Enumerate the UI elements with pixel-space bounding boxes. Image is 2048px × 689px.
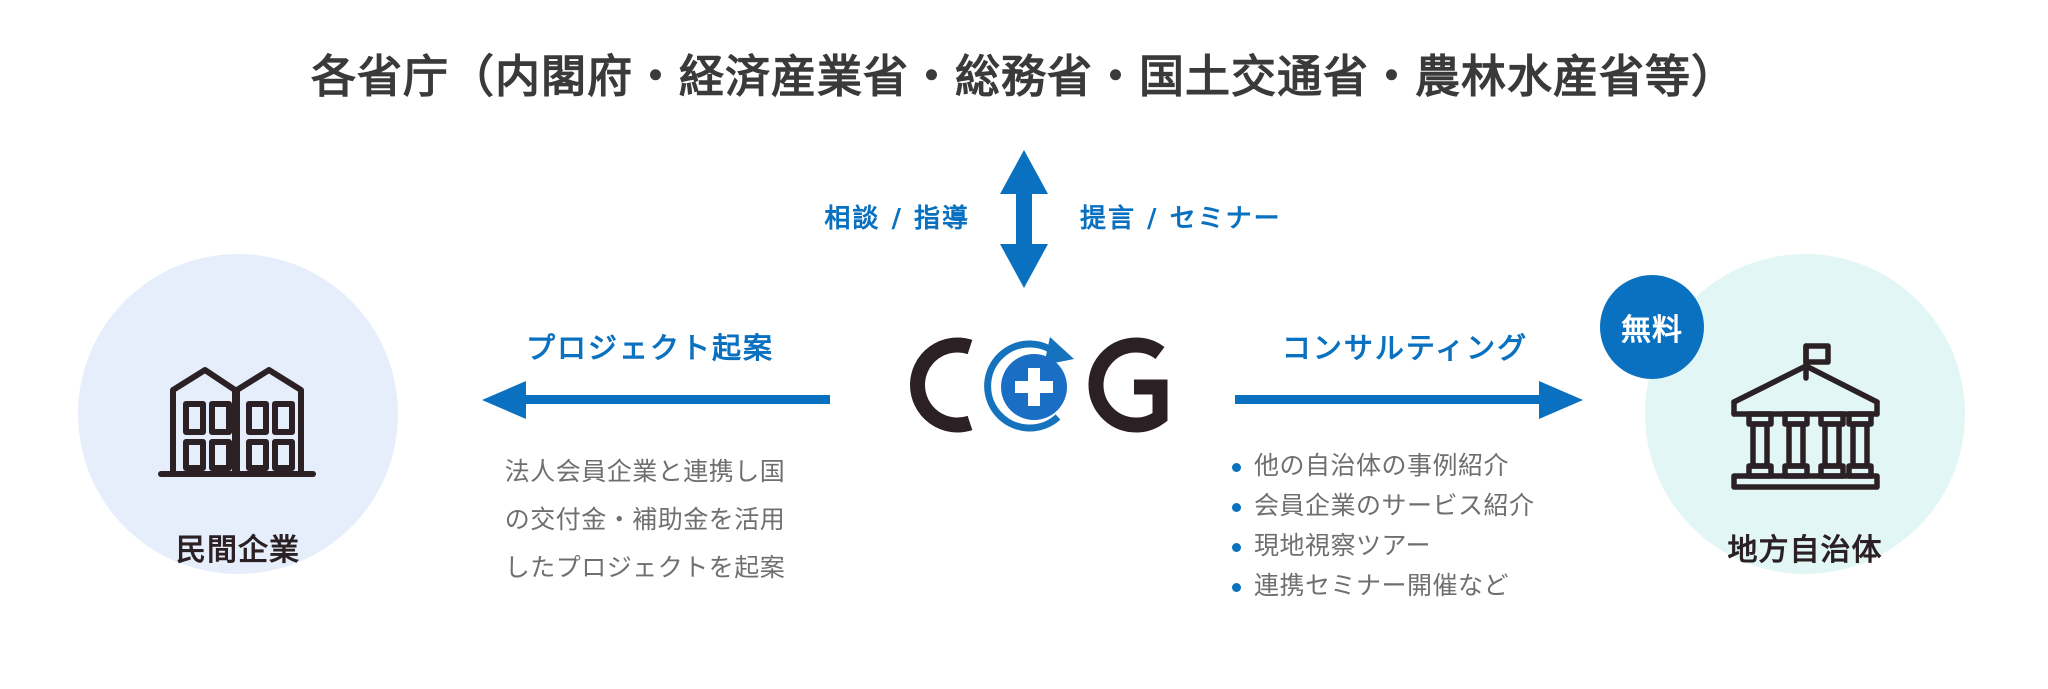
vertical-flow-left-label: 相談 / 指導 — [824, 204, 970, 234]
vertical-flow-right-label: 提言 / セミナー — [1080, 204, 1282, 234]
project-proposal-description: 法人会員企業と連携し国 の交付金・補助金を活用 したプロジェクトを起案 — [480, 448, 810, 592]
list-item: 現地視察ツアー — [1228, 526, 1588, 566]
double-headed-vertical-arrow-icon — [996, 148, 1052, 290]
private-companies-label: 民間企業 — [176, 533, 300, 568]
list-item: 会員企業のサービス紹介 — [1228, 486, 1588, 526]
free-badge: 無料 — [1600, 275, 1704, 379]
office-buildings-icon — [157, 358, 317, 483]
cg-logo — [882, 325, 1172, 445]
arrow-right-icon — [1235, 380, 1585, 420]
description-line: 法人会員企業と連携し国 — [504, 457, 786, 486]
description-line: したプロジェクトを起案 — [504, 553, 786, 582]
local-government-label: 地方自治体 — [1727, 533, 1883, 568]
consulting-label: コンサルティング — [1281, 331, 1529, 365]
government-building-icon — [1728, 340, 1883, 490]
consulting-bullet-list: 他の自治体の事例紹介 会員企業のサービス紹介 現地視察ツアー 連携セミナー開催な… — [1228, 446, 1588, 606]
list-item: 連携セミナー開催など — [1228, 566, 1588, 606]
project-proposal-label: プロジェクト起案 — [525, 331, 774, 365]
description-line: の交付金・補助金を活用 — [504, 505, 786, 534]
arrow-left-icon — [480, 380, 830, 420]
page-title: 各省庁（内閣府・経済産業省・総務省・国土交通省・農林水産省等） — [310, 50, 1737, 103]
list-item: 他の自治体の事例紹介 — [1228, 446, 1588, 486]
